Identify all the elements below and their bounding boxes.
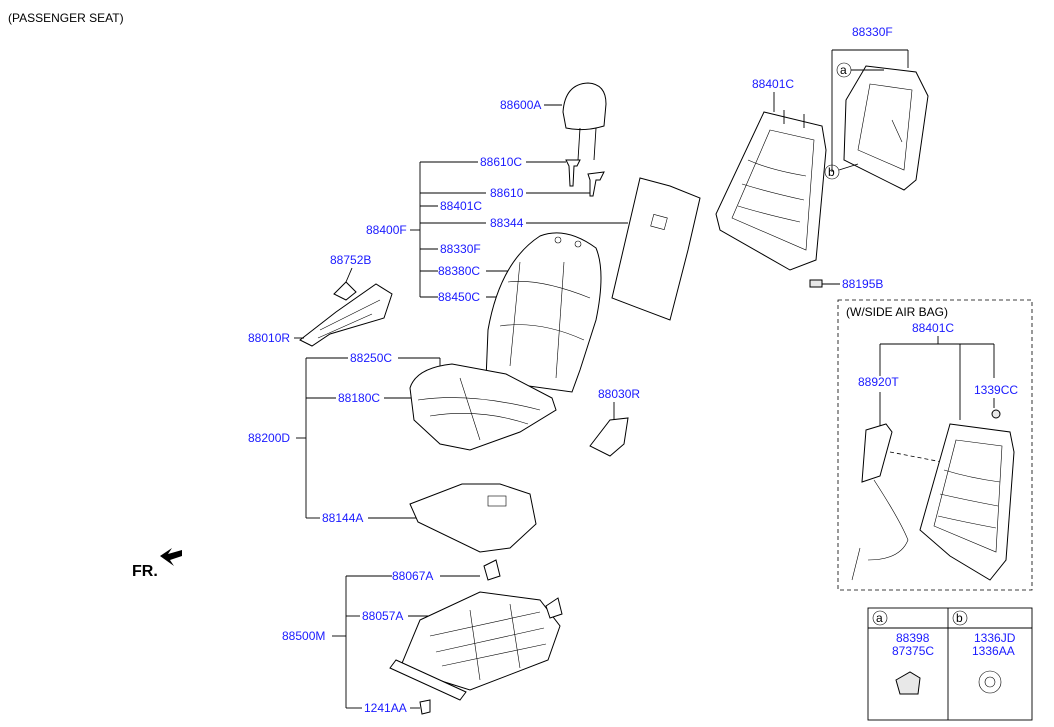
assembly-tree-88500M [332, 575, 480, 709]
label-88610: 88610 [490, 186, 524, 200]
legend-a-part-2: 87375C [892, 644, 934, 658]
guide-c-part [565, 159, 581, 187]
label-88030R: 88030R [598, 387, 640, 401]
back-frame [715, 110, 827, 271]
inset-back-frame [919, 423, 1015, 581]
seat-track-assembly [389, 591, 561, 701]
label-88010R: 88010R [248, 331, 290, 345]
label-88401C-sub: 88401C [440, 199, 482, 213]
label-1241AA: 1241AA [364, 701, 407, 715]
legend-b-part-2: 1336AA [972, 644, 1015, 658]
bolt-88195B [809, 279, 823, 288]
callout-b: b [828, 165, 835, 179]
label-88610C: 88610C [480, 155, 522, 169]
screw-1241AA [419, 699, 431, 715]
bracket-88057A [545, 597, 563, 619]
legend-b-part-1: 1336JD [974, 631, 1016, 645]
inset-airbag-module [851, 423, 943, 581]
legend-table [867, 607, 1033, 721]
seatback-cover [485, 232, 602, 393]
label-88344: 88344 [490, 216, 524, 230]
shield-88010R [299, 283, 393, 347]
label-88500M: 88500M [282, 629, 325, 643]
label-88380C: 88380C [438, 264, 480, 278]
back-board [843, 65, 929, 191]
back-pad-panel [611, 177, 701, 321]
assembly-tree-88400F [410, 161, 628, 298]
headrest-part [562, 82, 607, 161]
guide-part [587, 171, 605, 197]
side-cover-88030R [589, 417, 629, 457]
label-88400F: 88400F [366, 223, 407, 237]
inset-nut [991, 409, 1001, 419]
assembly-tree-88200D [296, 357, 441, 519]
callout-b-circle [824, 164, 840, 180]
callout-a: a [840, 63, 847, 77]
label-88401C: 88401C [752, 77, 794, 91]
clip-icon [895, 671, 921, 695]
front-arrow-icon [160, 548, 182, 566]
label-88200D: 88200D [248, 431, 290, 445]
direction-label: FR. [132, 563, 158, 580]
label-88330F-sub: 88330F [440, 242, 481, 256]
cover-88752B [333, 281, 357, 301]
label-88180C: 88180C [338, 391, 380, 405]
label-88752B: 88752B [330, 253, 371, 267]
inset-label-88401C: 88401C [912, 321, 954, 335]
grommet-icon [978, 670, 1002, 694]
label-88250C: 88250C [350, 351, 392, 365]
label-88144A: 88144A [322, 511, 363, 525]
inset-title: (W/SIDE AIR BAG) [846, 305, 948, 319]
inset-label-1339CC: 1339CC [974, 383, 1018, 397]
cushion-mat [409, 483, 537, 553]
legend-key-b: b [956, 611, 963, 625]
side-airbag-inset [837, 299, 1033, 591]
label-88195B: 88195B [842, 277, 883, 291]
label-88067A: 88067A [392, 569, 433, 583]
legend-key-a: a [876, 611, 883, 625]
inset-label-88920T: 88920T [858, 375, 899, 389]
legend-a-part-1: 88398 [896, 631, 930, 645]
page-title: (PASSENGER SEAT) [8, 11, 124, 25]
label-88057A: 88057A [362, 609, 403, 623]
bracket-88067A [483, 559, 501, 581]
label-88450C: 88450C [438, 290, 480, 304]
label-88330F: 88330F [852, 25, 893, 39]
seat-cushion [409, 363, 557, 451]
label-88600A: 88600A [500, 98, 541, 112]
